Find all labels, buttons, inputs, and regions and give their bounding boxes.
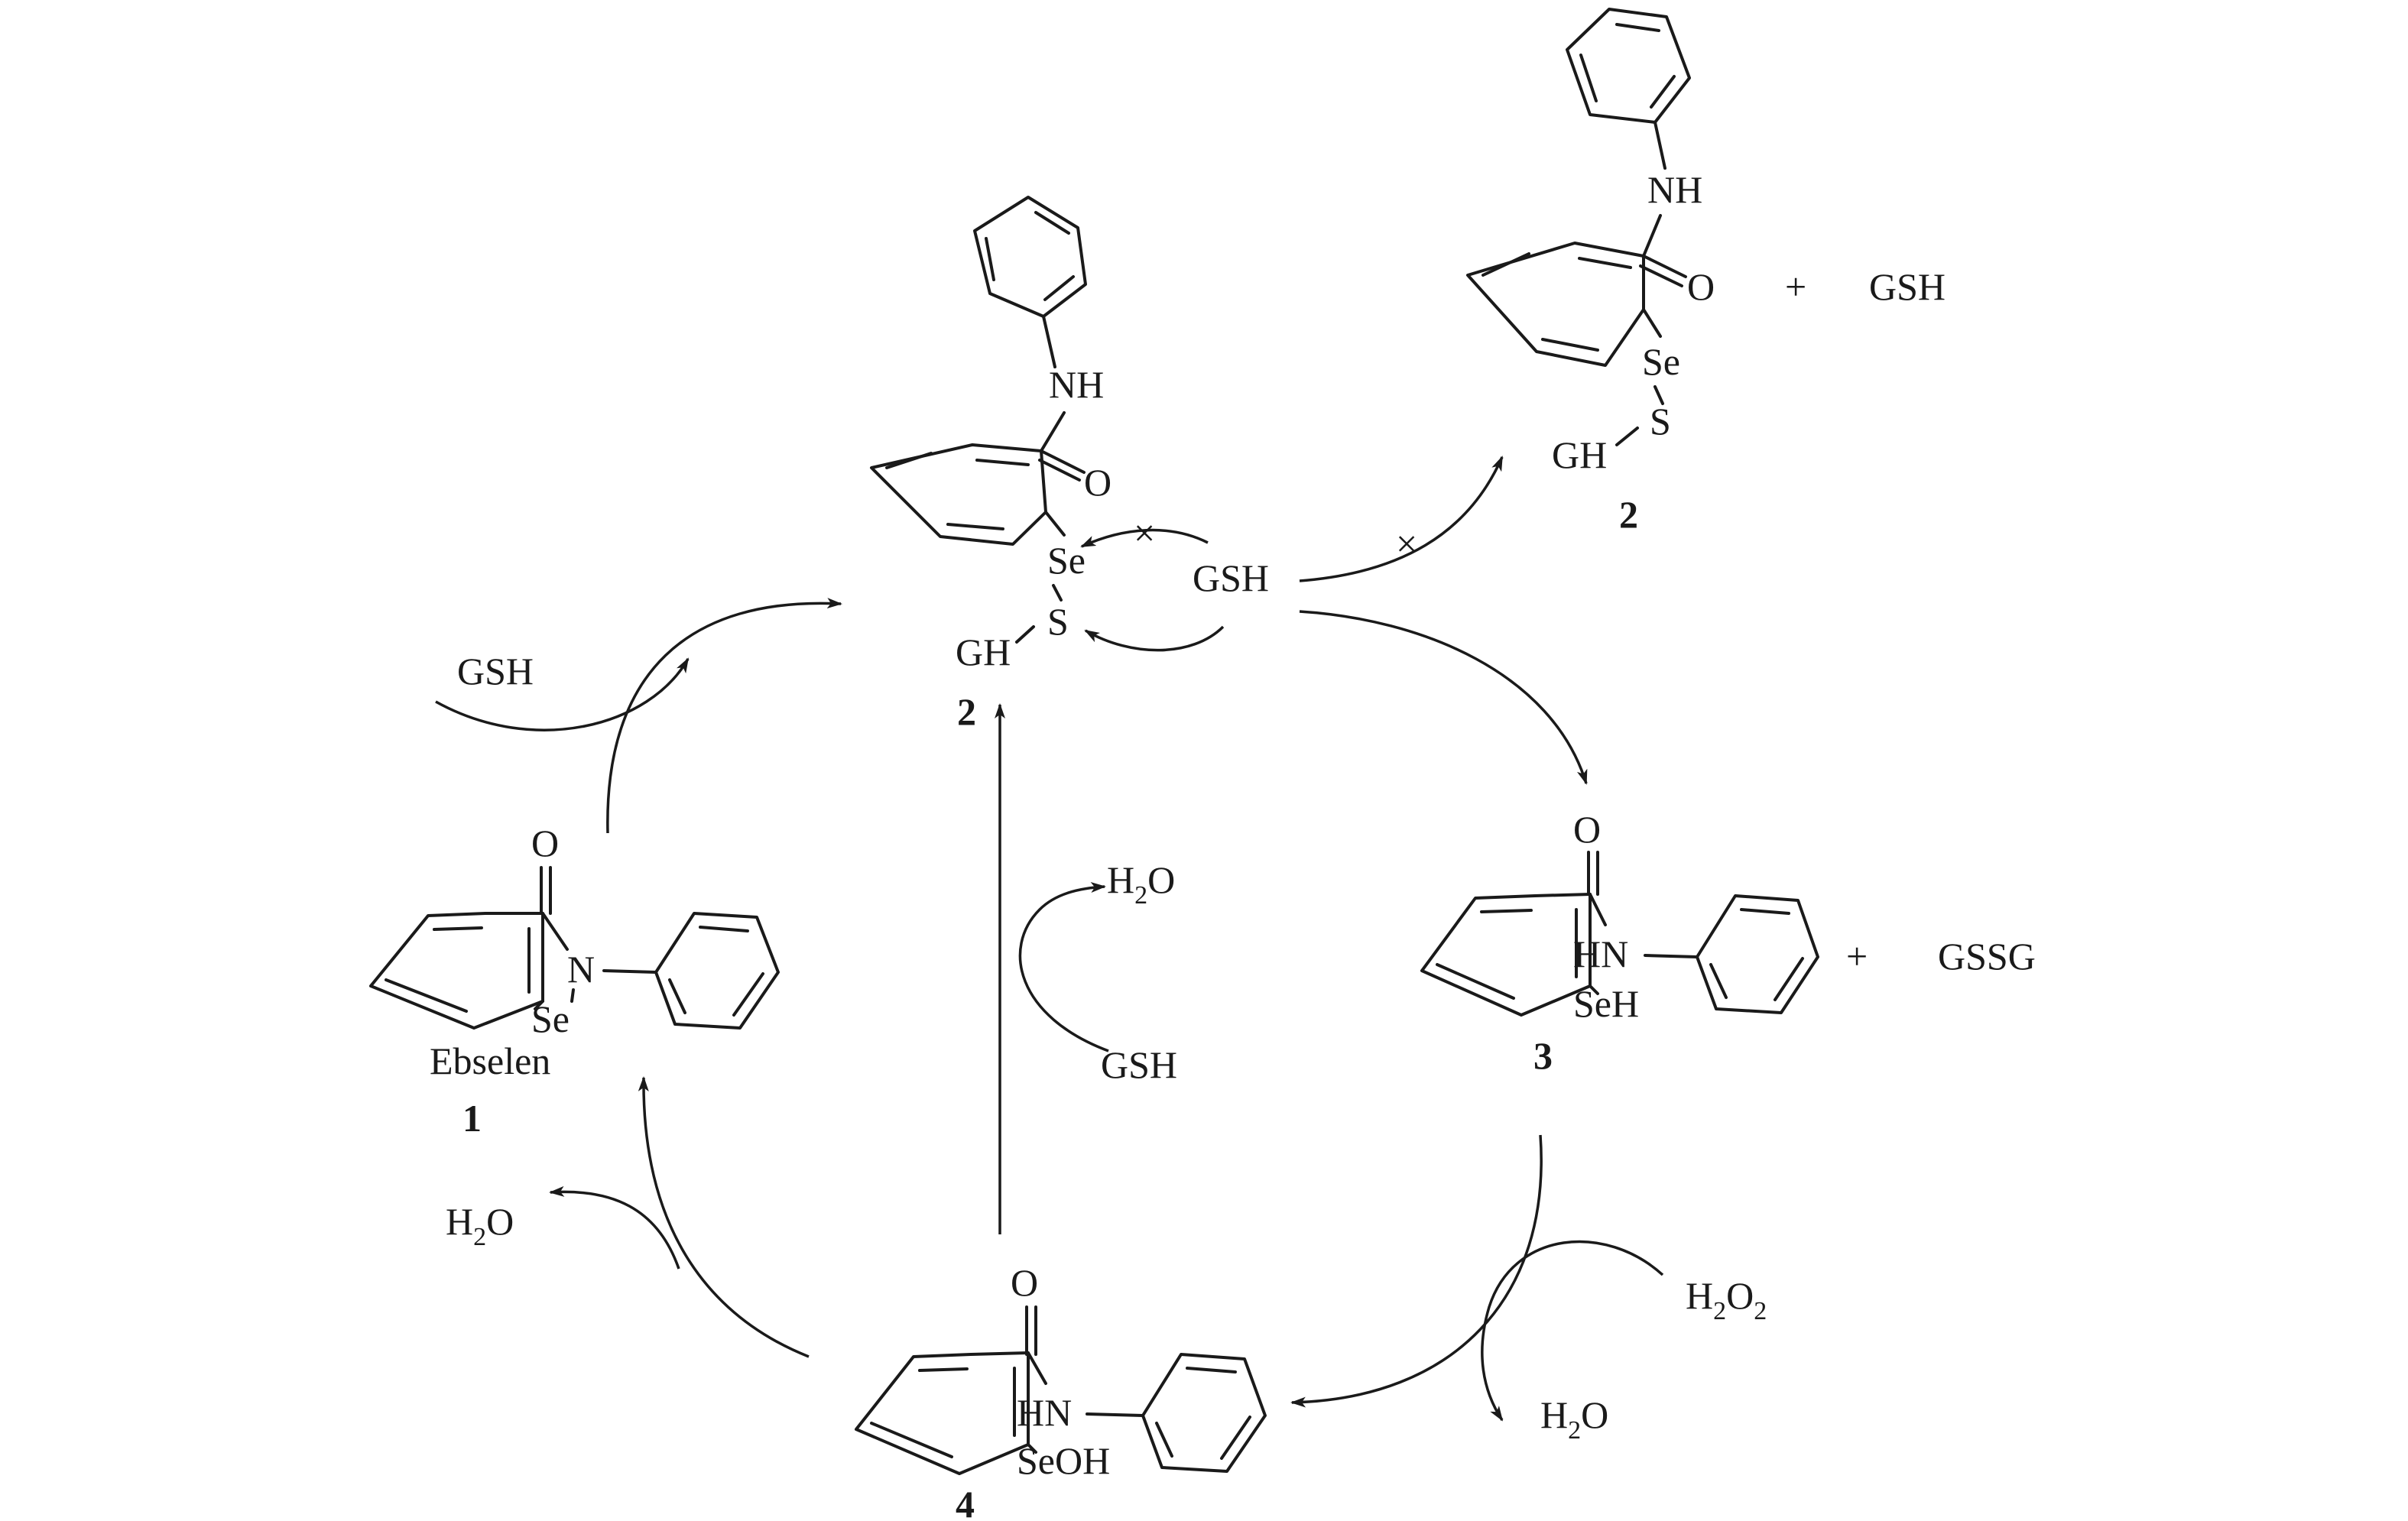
phenyl-ring: [1696, 894, 1819, 1014]
arrow-attack-se-blocked: [1080, 528, 1209, 548]
arrow-water-out: [549, 1185, 680, 1270]
se-label: Se: [1047, 539, 1086, 582]
o-label: O: [1573, 808, 1601, 851]
phenyl-ring: [973, 196, 1087, 318]
benzene-ring: [870, 443, 1047, 546]
compound-4: O HN SeOH 4: [855, 1261, 1267, 1521]
arrow-attack-s: [1084, 625, 1225, 652]
gsh-reagent-attack: GSH: [1193, 556, 1269, 599]
reaction-arrows: [435, 456, 1664, 1422]
s-label: S: [1047, 600, 1069, 643]
compound-3: O HN SeH 3 + GSSG: [1420, 808, 2036, 1077]
phenyl-ring: [1566, 8, 1691, 124]
compound-2-product: NH O Se S GH 2 + GSH: [1466, 8, 1946, 536]
compound-2-center: NH O Se S GH 2: [870, 196, 1112, 733]
phenyl-ring: [1141, 1353, 1267, 1473]
hydrogen-peroxide-reagent: H2O2: [1686, 1274, 1767, 1325]
compound-number: 1: [462, 1097, 482, 1140]
water-product-right: H2O: [1540, 1393, 1608, 1445]
gh-label: GH: [956, 631, 1011, 673]
arrow-3-to-4: [1290, 1134, 1543, 1408]
plus-sign: +: [1846, 935, 1868, 978]
s-label: S: [1650, 400, 1671, 443]
phenyl-ring: [654, 912, 780, 1030]
compound-number: 3: [1533, 1034, 1553, 1077]
blocked-markers: × ×: [1134, 511, 1417, 565]
blocked-mark-se: ×: [1134, 511, 1155, 554]
gsh-reagent-on-4: GSH: [1101, 1043, 1177, 1086]
nh-label: NH: [1647, 168, 1702, 211]
arrow-to-2-product-blocked: [1299, 456, 1504, 582]
se-label: Se: [1642, 340, 1680, 383]
compound-number: 2: [957, 690, 976, 733]
arrow-peroxide-to-water: [1481, 1240, 1664, 1422]
gsh-reagent-left: GSH: [457, 650, 534, 692]
arrow-1-to-2: [606, 598, 842, 834]
hn-label: HN: [1017, 1391, 1072, 1434]
gsh-coproduct: GSH: [1869, 265, 1946, 308]
hn-label: HN: [1573, 932, 1628, 975]
gh-label: GH: [1552, 433, 1607, 476]
arrow-gsh-to-water: [1018, 882, 1109, 1052]
arrow-2-to-3: [1299, 610, 1588, 785]
compound-1-ebselen: O N Se Ebselen 1: [369, 822, 780, 1140]
compound-number: 2: [1619, 493, 1638, 536]
blocked-mark-product: ×: [1396, 522, 1417, 565]
o-label: O: [531, 822, 559, 864]
benzene-ring: [369, 912, 544, 1030]
nh-label: NH: [1049, 363, 1104, 406]
seh-label: SeH: [1573, 982, 1639, 1025]
compound-number: 4: [956, 1483, 975, 1521]
arrow-gsh-in: [435, 657, 690, 731]
benzene-ring: [1466, 242, 1645, 367]
arrow-4-to-1: [638, 1076, 810, 1358]
o-label: O: [1084, 461, 1112, 504]
se-label: Se: [531, 997, 570, 1040]
benzene-ring: [1420, 893, 1592, 1017]
gssg-coproduct: GSSG: [1938, 935, 2036, 978]
seoh-label: SeOH: [1017, 1439, 1110, 1482]
n-label: N: [567, 948, 595, 991]
benzene-ring: [855, 1351, 1030, 1475]
plus-sign: +: [1785, 265, 1806, 308]
ebselen-name: Ebselen: [430, 1039, 550, 1082]
o-label: O: [1011, 1261, 1038, 1304]
water-product-center: H2O: [1107, 858, 1175, 910]
water-product-left: H2O: [446, 1200, 514, 1251]
o-label: O: [1687, 265, 1715, 308]
